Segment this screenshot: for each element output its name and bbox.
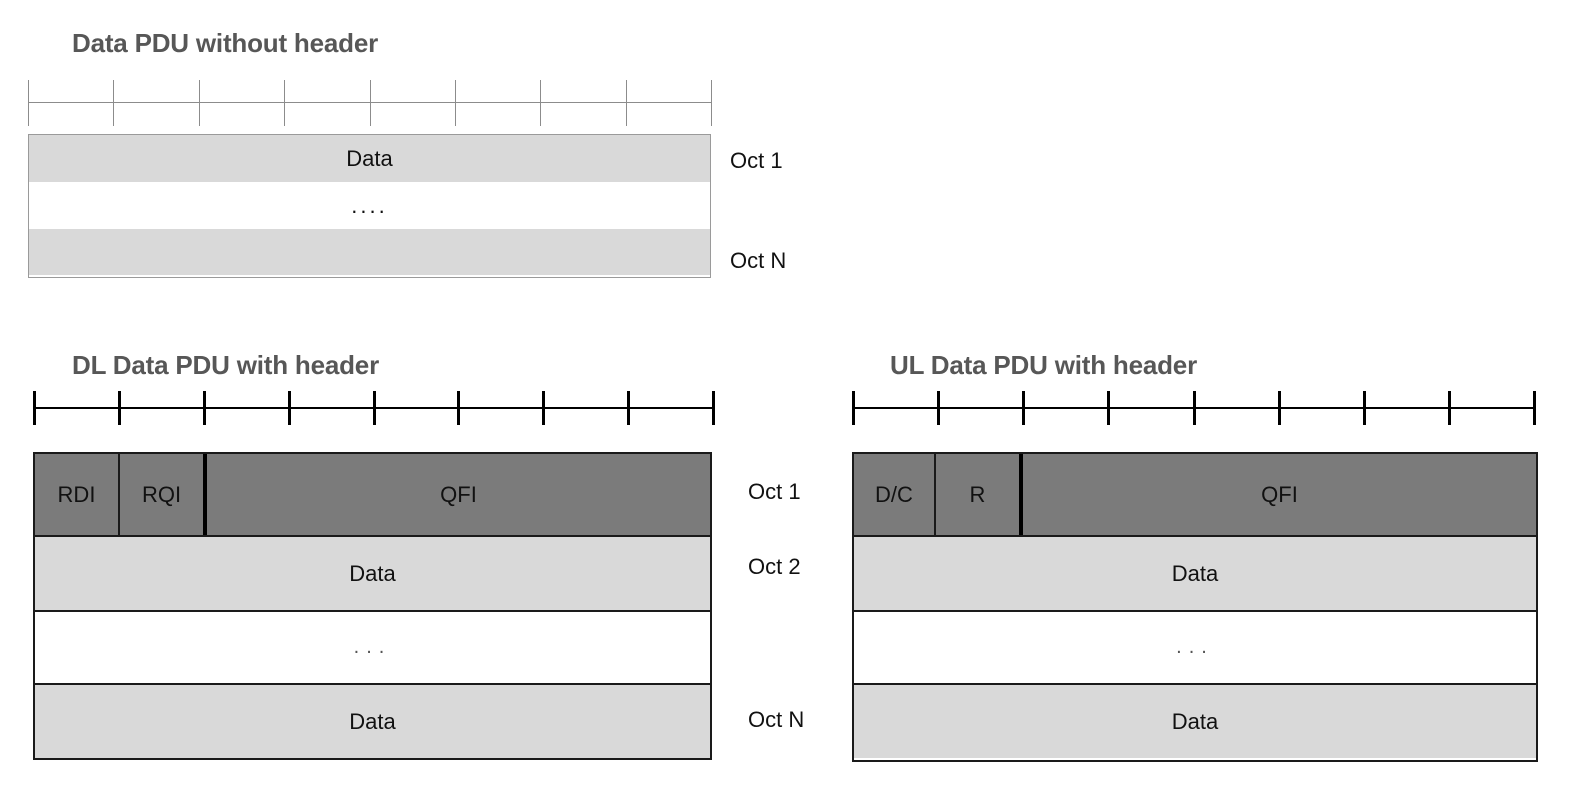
field-r: R <box>934 454 1019 535</box>
octet-label-oct-1: Oct 1 <box>748 479 801 504</box>
ruler-tick <box>540 80 542 126</box>
pdu-box-dl: RDI RQI QFI Data ... Data <box>33 452 712 760</box>
pdu-ul-header-row: D/C R QFI <box>854 454 1536 535</box>
ruler-tick <box>202 391 206 425</box>
ruler-tick <box>852 391 855 425</box>
ruler-tick <box>284 80 286 126</box>
bit-ruler-ul <box>852 391 1536 425</box>
ruler-tick <box>542 391 546 425</box>
ruler-tick <box>113 80 115 126</box>
octet-label-oct-n: Oct N <box>748 707 805 732</box>
ruler-tick <box>287 391 291 425</box>
ruler-tick <box>625 80 627 126</box>
octet-label-top-first: Oct 1 <box>730 148 783 173</box>
octet-label-top-last: Oct N <box>730 248 787 273</box>
ruler-tick <box>1277 391 1281 425</box>
ruler-tick <box>1192 391 1196 425</box>
pdu-row-ellipsis: .... <box>29 182 710 229</box>
ruler-tick <box>711 80 712 126</box>
ruler-tick <box>198 80 200 126</box>
pdu-row-data: Data <box>29 135 710 182</box>
pdu-box-ul: D/C R QFI Data ... Data <box>852 452 1538 762</box>
ruler-tick <box>1022 391 1026 425</box>
bit-ruler-top <box>28 80 712 126</box>
pdu-ul-row-ellipsis: ... <box>854 610 1536 683</box>
ruler-tick <box>1362 391 1366 425</box>
field-dc: D/C <box>854 454 934 535</box>
pdu-dl-row-ellipsis: ... <box>35 610 710 683</box>
ruler-tick <box>454 80 456 126</box>
title-data-pdu-without-header: Data PDU without header <box>72 28 378 58</box>
ruler-tick <box>372 391 376 425</box>
octet-label-oct-2: Oct 2 <box>748 554 801 579</box>
pdu-dl-row-data-last: Data <box>35 683 710 758</box>
ruler-tick <box>1107 391 1111 425</box>
bit-ruler-dl <box>33 391 715 425</box>
ruler-tick <box>627 391 631 425</box>
pdu-ul-row-data-last: Data <box>854 683 1536 758</box>
ruler-tick <box>937 391 941 425</box>
field-qfi-dl: QFI <box>203 454 710 535</box>
pdu-dl-header-row: RDI RQI QFI <box>35 454 710 535</box>
ruler-tick <box>1533 391 1536 425</box>
ruler-tick <box>28 80 29 126</box>
title-ul-data-pdu-with-header: UL Data PDU with header <box>890 350 1197 380</box>
pdu-dl-row-data-1: Data <box>35 535 710 610</box>
title-dl-data-pdu-with-header: DL Data PDU with header <box>72 350 379 380</box>
ruler-tick <box>369 80 371 126</box>
ruler-tick <box>117 391 121 425</box>
pdu-row-data-last <box>29 229 710 275</box>
ruler-tick <box>33 391 36 425</box>
ruler-tick <box>457 391 461 425</box>
ruler-tick <box>1447 391 1451 425</box>
pdu-box-without-header: Data .... <box>28 134 711 278</box>
field-rqi: RQI <box>118 454 203 535</box>
field-rdi: RDI <box>35 454 118 535</box>
pdu-ul-row-data-1: Data <box>854 535 1536 610</box>
field-qfi-ul: QFI <box>1019 454 1536 535</box>
ruler-tick <box>712 391 715 425</box>
